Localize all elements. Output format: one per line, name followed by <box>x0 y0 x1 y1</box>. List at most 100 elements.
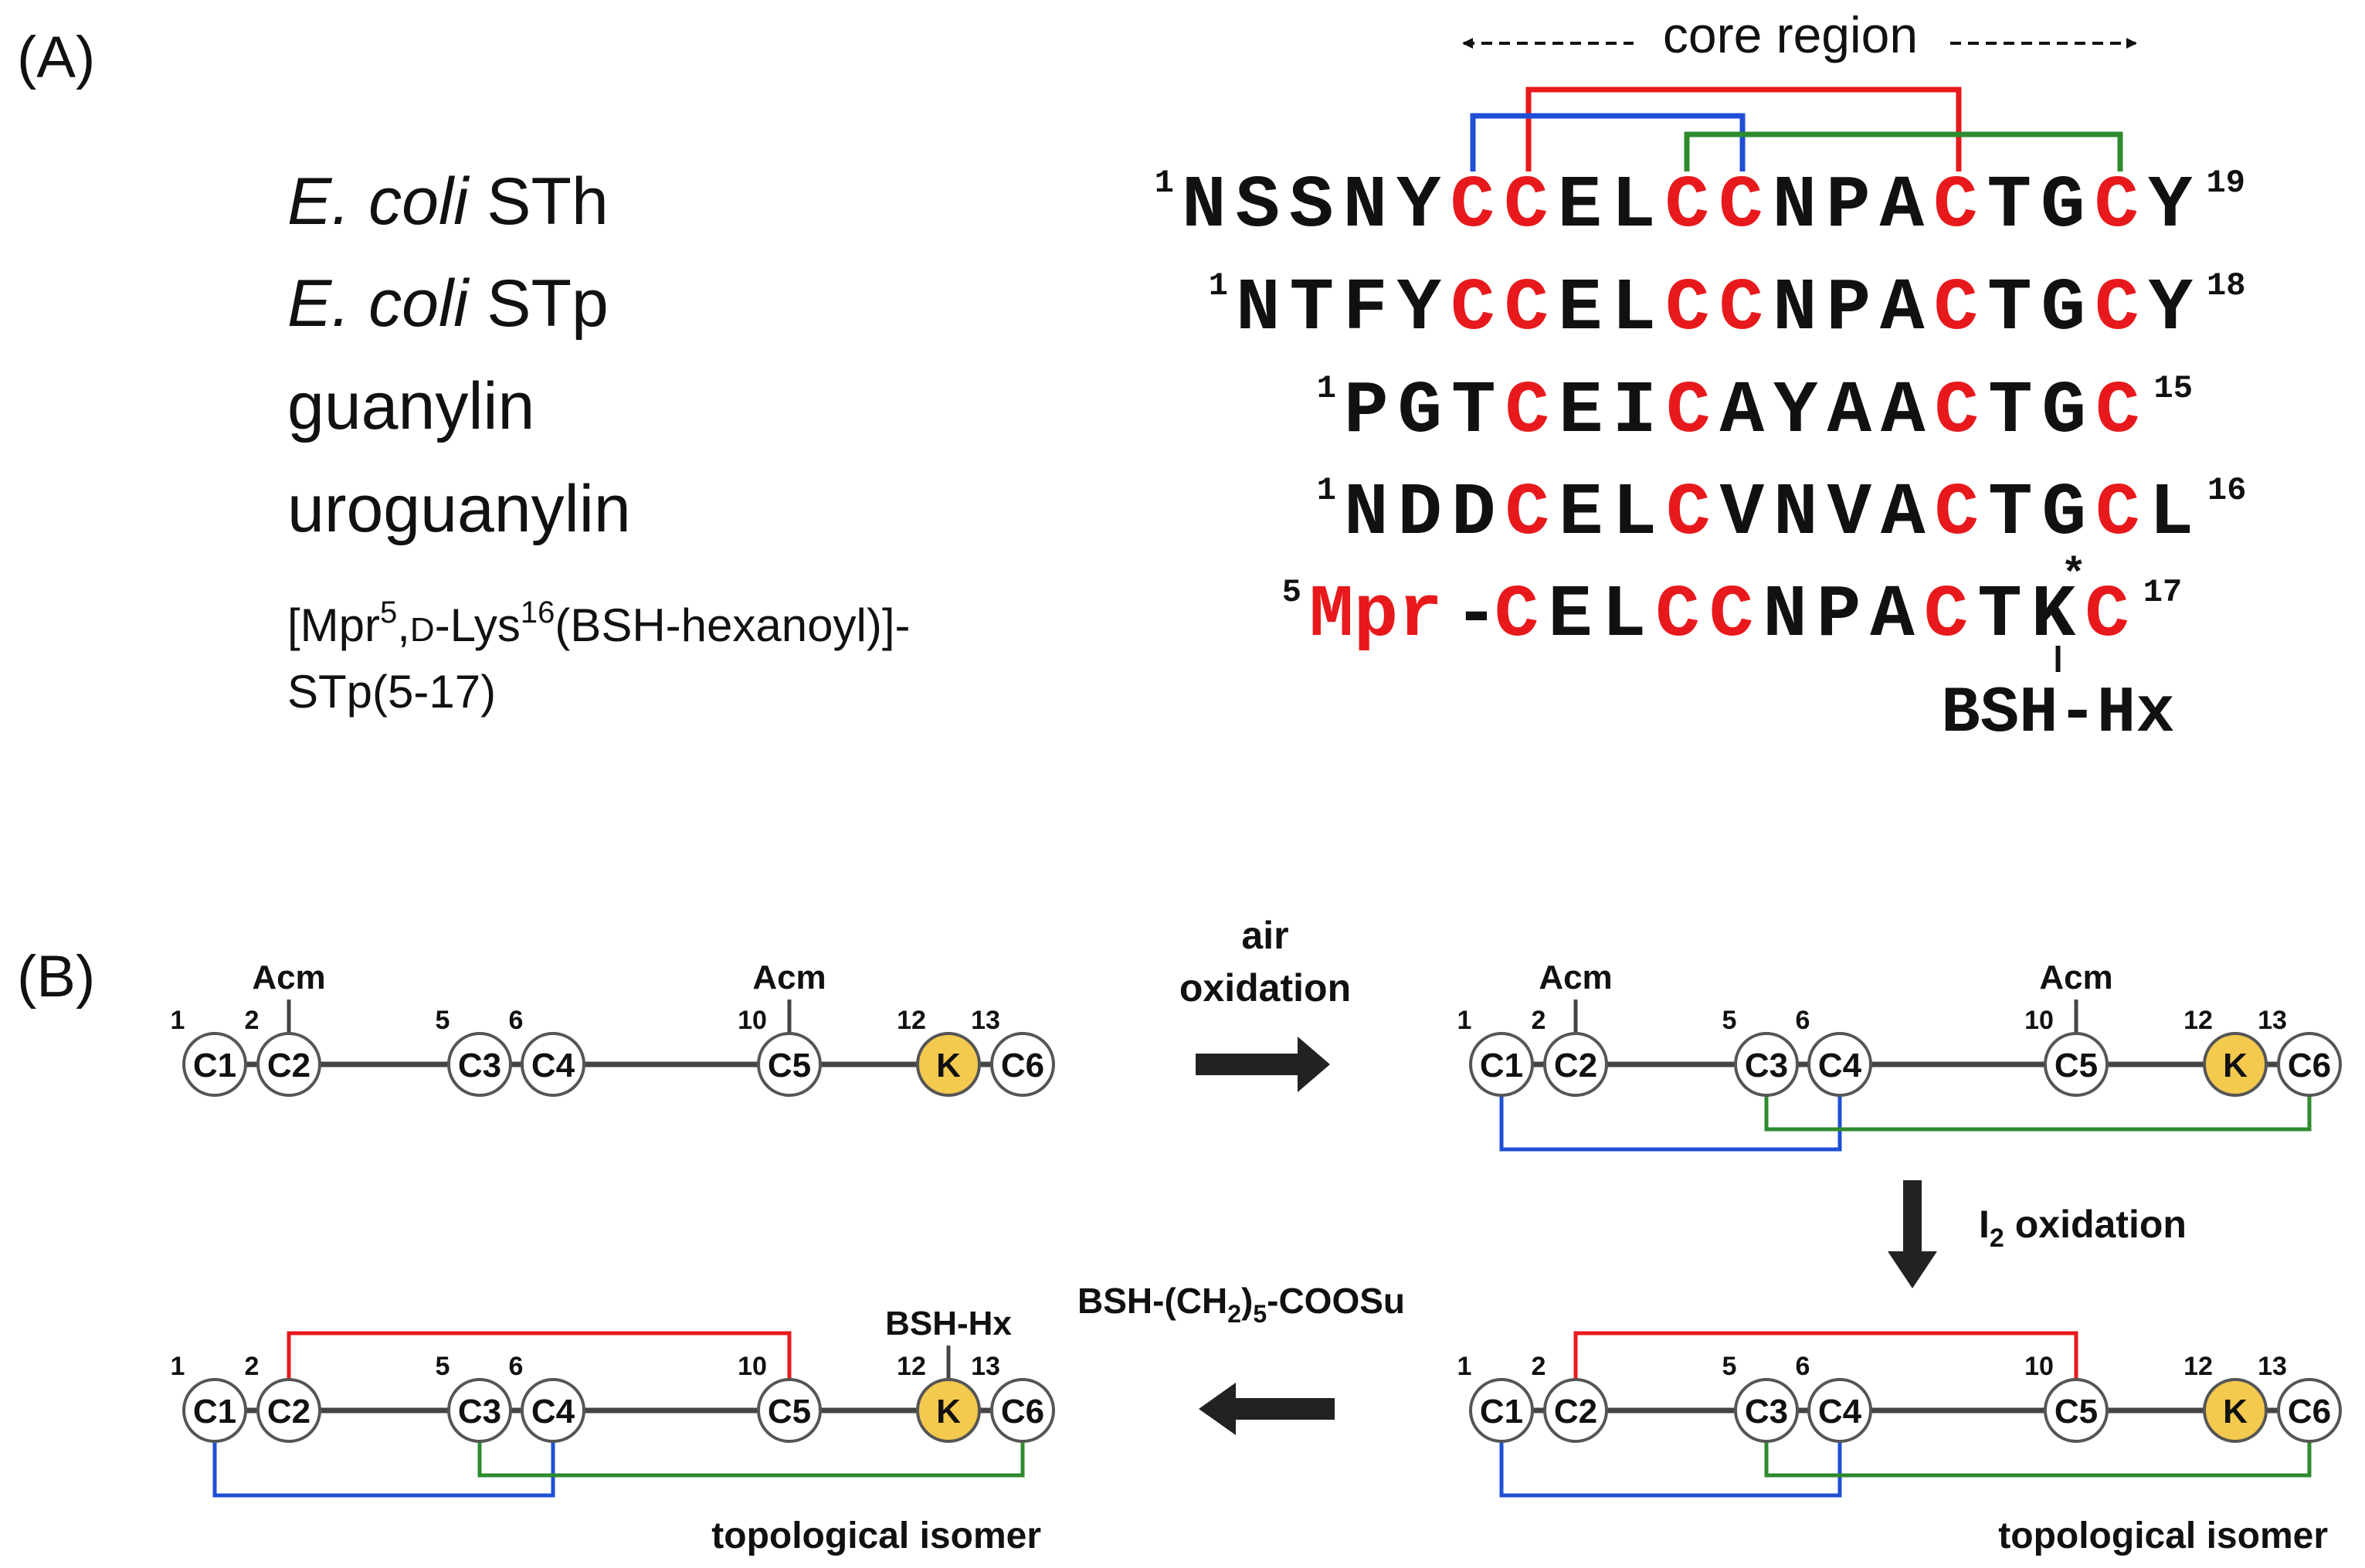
cysteine-residue: C <box>1709 573 1754 657</box>
position-number: 13 <box>971 1352 1000 1381</box>
position-number: 13 <box>2258 1352 2287 1381</box>
residue-label: C2 <box>267 1393 310 1431</box>
position-number: 10 <box>738 1006 767 1035</box>
residue: V <box>1720 471 1765 555</box>
residue-label: C1 <box>1480 1393 1523 1431</box>
residue: T <box>1988 471 2033 555</box>
residue: N <box>1343 164 1388 248</box>
residue-label: C5 <box>768 1047 811 1084</box>
residue-label: C3 <box>458 1047 501 1084</box>
residue: D <box>1451 471 1496 555</box>
residue: P <box>1827 266 1871 351</box>
residue-label: K <box>936 1047 961 1084</box>
residue: L <box>1611 164 1656 248</box>
position-number: 5 <box>1722 1006 1737 1035</box>
cysteine-node <box>521 1032 585 1097</box>
position-number: 6 <box>1796 1006 1810 1035</box>
cysteine-node <box>1543 1378 1608 1443</box>
bsh-hx-label: BSH-Hx <box>1941 677 2174 751</box>
name-analog-line1: [Mpr5,D-Lys16(BSH-hexanoyl)]- <box>287 596 910 651</box>
core-region-label: core region <box>1663 6 1918 63</box>
residue-label: C3 <box>458 1393 501 1431</box>
cysteine-residue: C <box>1666 369 1711 453</box>
position-number: 6 <box>1796 1352 1810 1381</box>
residue: A <box>1880 164 1925 248</box>
start-number: 1 <box>1209 267 1228 304</box>
disulfide-bond <box>1499 1410 1842 1498</box>
residue: A <box>1881 369 1926 453</box>
start-number: 1 <box>1317 472 1336 509</box>
position-number: 2 <box>1532 1352 1546 1381</box>
cysteine-node <box>990 1032 1055 1097</box>
name-analog-line2: STp(5-17) <box>287 666 496 718</box>
protecting-group-label: Acm <box>2039 959 2112 996</box>
position-number: 13 <box>2258 1006 2287 1035</box>
position-number: 10 <box>2024 1006 2054 1035</box>
residue: E <box>1558 164 1603 248</box>
disulfide-bond <box>1573 1331 2078 1410</box>
isomer-caption: topological isomer <box>711 1515 1041 1556</box>
residue: A <box>1827 369 1872 453</box>
residue-label: C6 <box>2288 1047 2331 1084</box>
residue: S <box>1289 164 1334 248</box>
cysteine-node <box>1807 1032 1872 1097</box>
cysteine-residue: C <box>1504 164 1549 248</box>
name-uroguanylin: uroguanylin <box>287 472 631 546</box>
protecting-group-label: Acm <box>1539 959 1612 996</box>
residue: A <box>1880 266 1925 351</box>
air-label: air <box>1241 914 1288 957</box>
end-number: 17 <box>2143 574 2182 611</box>
lysine-node <box>916 1032 981 1097</box>
cysteine-residue: C <box>2095 266 2139 351</box>
cysteine-residue: C <box>1505 471 1550 555</box>
position-number: 10 <box>2024 1352 2054 1381</box>
residue: I <box>1613 369 1658 453</box>
cysteine-residue: C <box>1505 369 1550 453</box>
residue: P <box>1817 573 1861 657</box>
cysteine-node <box>2277 1378 2342 1443</box>
cysteine-residue: C <box>1933 164 1978 248</box>
residue: L <box>1613 471 1658 555</box>
residue-label: C2 <box>1554 1393 1597 1431</box>
residue: V <box>1827 471 1872 555</box>
cysteine-residue: C <box>1666 471 1711 555</box>
bracket-green <box>1684 131 2123 171</box>
cysteine-node <box>2044 1378 2109 1443</box>
cysteine-residue: C <box>1665 266 1710 351</box>
residue-label: C4 <box>531 1393 575 1431</box>
cysteine-residue: C <box>1505 266 1549 351</box>
position-number: 2 <box>1532 1006 1546 1035</box>
cysteine-node <box>1543 1032 1608 1097</box>
cysteine-node <box>447 1032 512 1097</box>
start-number: 1 <box>1317 370 1336 407</box>
protecting-group-label: BSH-Hx <box>885 1305 1012 1342</box>
position-number: 12 <box>897 1006 926 1035</box>
start-number: 5 <box>1282 574 1301 611</box>
residue: L <box>1602 573 1647 657</box>
cysteine-residue: C <box>1924 573 1969 657</box>
residue: A <box>1720 369 1765 453</box>
residue: G <box>2041 266 2086 351</box>
position-number: 1 <box>1457 1352 1472 1381</box>
residue-label: C1 <box>1480 1047 1523 1084</box>
name-sth: E. coli STh <box>287 165 609 239</box>
residue: D <box>1398 471 1443 555</box>
residue: N <box>1344 471 1389 555</box>
bsh-reagent-label: BSH-(CH2)5-COOSu <box>1077 1281 1405 1328</box>
cysteine-node <box>447 1378 512 1443</box>
residue: E <box>1548 573 1593 657</box>
residue: P <box>1344 369 1389 453</box>
residue: A <box>1870 573 1915 657</box>
residue: K <box>2031 573 2076 657</box>
end-number: 15 <box>2154 370 2193 407</box>
residue: N <box>1763 573 1807 657</box>
residue: E <box>1559 471 1603 555</box>
residue-label: K <box>2223 1047 2248 1084</box>
residue: T <box>1987 164 2032 248</box>
residue-label: C6 <box>2288 1393 2331 1431</box>
name-stp: E. coli STp <box>287 266 609 341</box>
residue: G <box>2042 369 2087 453</box>
